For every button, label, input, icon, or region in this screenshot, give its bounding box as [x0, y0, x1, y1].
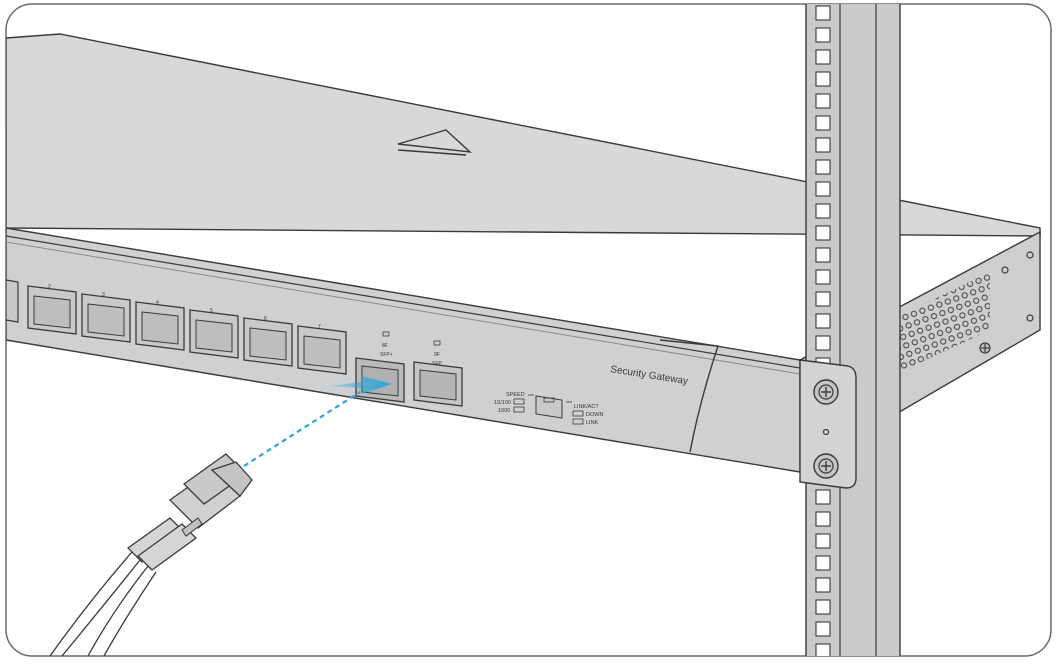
svg-text:8F: 8F [382, 343, 388, 349]
svg-text:SFP+: SFP+ [380, 352, 393, 358]
fiber-cable [49, 551, 157, 656]
rail-hole [815, 5, 831, 21]
svg-text:6: 6 [264, 316, 267, 322]
front-edge-line-2 [6, 241, 801, 375]
insert-arrow-icon [328, 376, 392, 394]
rj45-port: 7 [297, 324, 347, 375]
svg-text:SFP: SFP [432, 361, 442, 367]
rail-hole [815, 335, 831, 351]
insertion-guide-line [243, 391, 361, 467]
svg-text:SPEED: SPEED [506, 392, 525, 398]
svg-text:LINK/ACT: LINK/ACT [574, 404, 599, 410]
svg-text:2: 2 [48, 284, 51, 290]
side-hole-2 [1026, 314, 1034, 322]
rj45-port: 3 [81, 292, 131, 343]
rail-hole [815, 247, 831, 263]
mounting-bracket [799, 359, 857, 489]
rail-hole [815, 203, 831, 219]
svg-text:9F: 9F [434, 352, 440, 358]
rail-hole [815, 599, 831, 615]
eject-triangle-icon [397, 129, 473, 156]
rail-hole [815, 225, 831, 241]
screw-icon [813, 379, 839, 405]
svg-text:5: 5 [210, 308, 213, 314]
rail-hole [815, 533, 831, 549]
svg-text:1000: 1000 [498, 408, 510, 414]
rail-hole [815, 159, 831, 175]
rj45-port: 5 [189, 308, 239, 359]
rj45-port: 2 [27, 284, 77, 335]
rail-hole [815, 49, 831, 65]
sfp-port: 9F SFP [413, 340, 463, 407]
rail-hole [815, 643, 831, 656]
side-hole [1001, 266, 1009, 274]
side-screw-icon [979, 342, 991, 354]
rail-hole [815, 313, 831, 329]
lc-connector [126, 453, 253, 571]
svg-text:LINK: LINK [586, 420, 599, 426]
svg-text:4: 4 [156, 300, 159, 306]
rj45-port: 4 [135, 300, 185, 351]
front-edge-line [6, 235, 801, 369]
rail-hole [815, 555, 831, 571]
svg-text:3: 3 [102, 292, 105, 298]
side-vent [900, 272, 990, 372]
svg-text:7: 7 [318, 324, 321, 330]
screw-icon [813, 453, 839, 479]
rail-hole [815, 93, 831, 109]
rail-hole [815, 511, 831, 527]
side-hole-3 [1026, 251, 1034, 259]
rail-hole [815, 137, 831, 153]
rail-hole [815, 489, 831, 505]
led-legend: SPEED 10/100 1000 LINK/ACT DOWN LINK [494, 392, 603, 426]
rj45-port: 6 [243, 316, 293, 367]
rail-hole [815, 27, 831, 43]
rail-hole [815, 621, 831, 637]
front-panel-curve [659, 339, 719, 453]
svg-text:10/100: 10/100 [494, 400, 511, 406]
rj45-port-partial [6, 279, 19, 323]
svg-text:DOWN: DOWN [586, 412, 603, 418]
rail-hole [815, 291, 831, 307]
rail-hole [815, 269, 831, 285]
bracket-hole [822, 428, 830, 436]
rail-hole [815, 115, 831, 131]
rack-rail [805, 4, 901, 656]
rail-hole [815, 71, 831, 87]
rail-hole [815, 181, 831, 197]
rail-hole [815, 577, 831, 593]
